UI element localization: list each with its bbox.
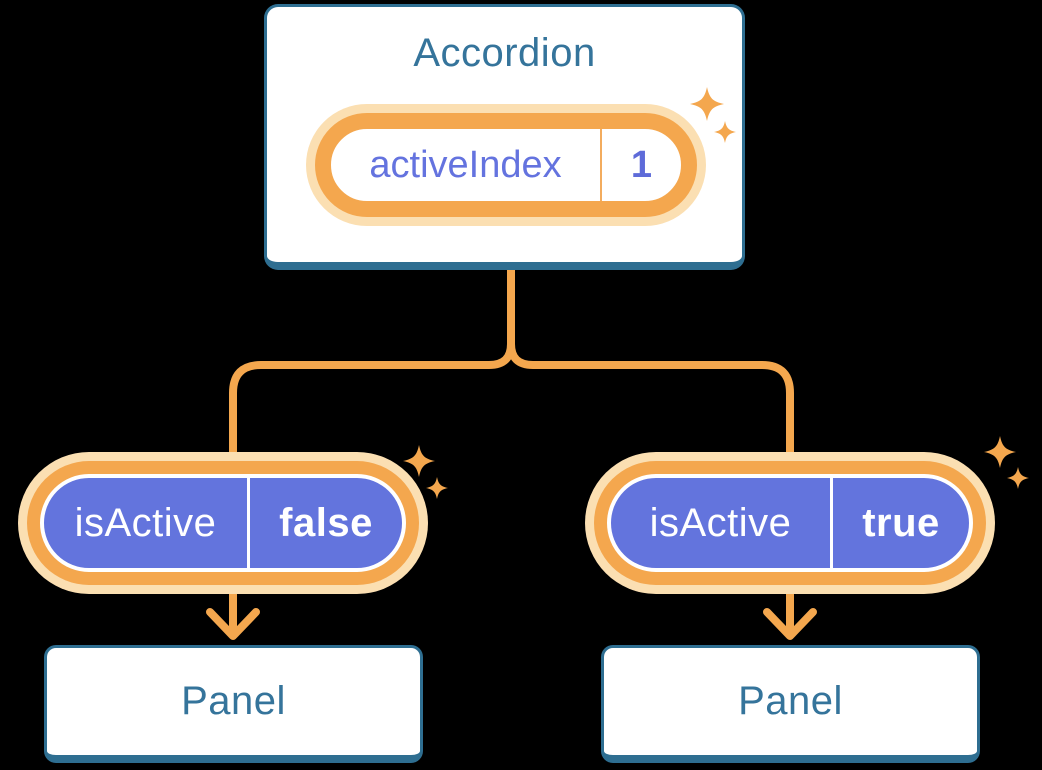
panel-component-box-right: Panel xyxy=(601,645,980,763)
prop-pill-divider xyxy=(830,478,833,568)
prop-pill-is-active-true: isActive true xyxy=(607,474,973,572)
state-value-label: 1 xyxy=(630,143,653,186)
prop-name-label: isActive xyxy=(74,500,217,545)
prop-name-label: isActive xyxy=(649,500,792,545)
state-pill-active-index: activeIndex 1 xyxy=(315,113,697,217)
arrowhead-icon xyxy=(763,608,817,640)
panel-title: Panel xyxy=(738,679,843,723)
connector-branch-right xyxy=(507,340,794,636)
prop-pill-divider xyxy=(247,478,250,568)
panel-component-box-left: Panel xyxy=(44,645,423,763)
prop-value-label: true xyxy=(862,500,940,545)
prop-value-label: false xyxy=(279,500,373,545)
connector-branch-left xyxy=(229,340,515,636)
arrowhead-icon xyxy=(206,608,260,640)
state-pill-divider xyxy=(600,129,602,201)
state-name-label: activeIndex xyxy=(369,143,562,186)
panel-title: Panel xyxy=(181,679,286,723)
prop-pill-is-active-false: isActive false xyxy=(40,474,406,572)
accordion-title: Accordion xyxy=(413,31,596,75)
